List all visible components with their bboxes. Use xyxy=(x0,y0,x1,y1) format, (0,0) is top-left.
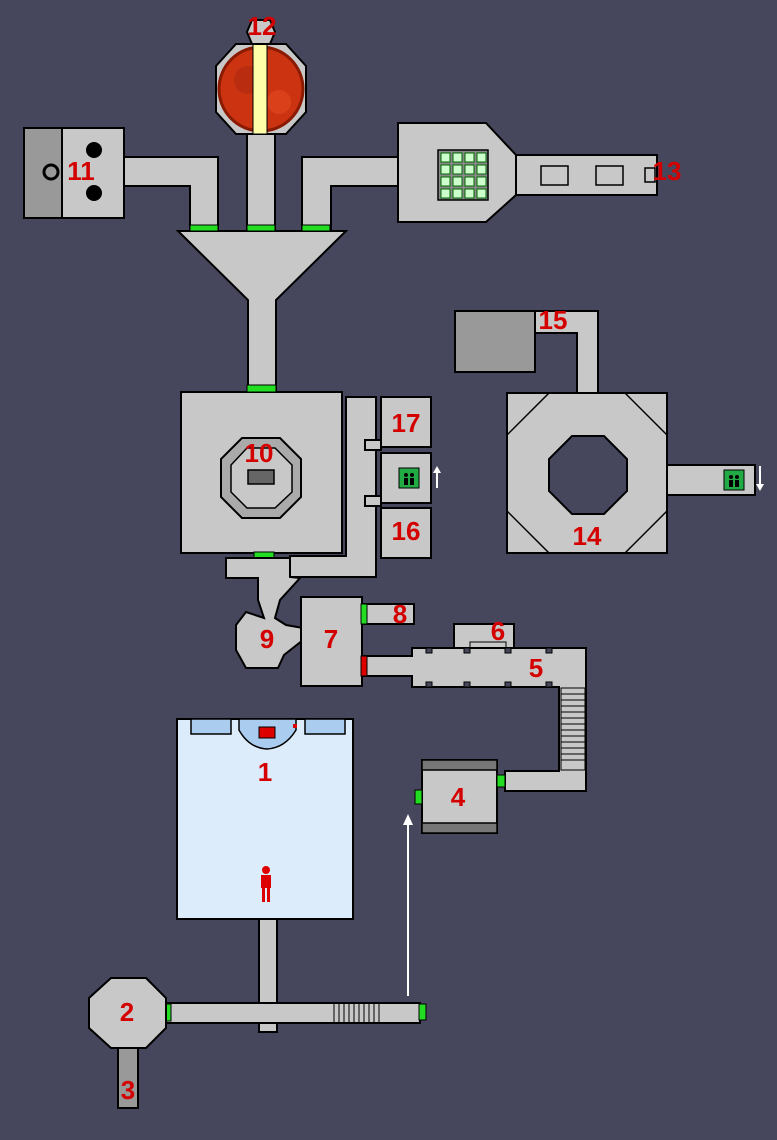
room-label-4: 4 xyxy=(451,782,466,812)
room-label-9: 9 xyxy=(260,624,274,654)
connector-17 xyxy=(364,439,382,451)
room-label-3: 3 xyxy=(121,1075,135,1105)
room-5[interactable]: 5 xyxy=(361,647,587,792)
stairs-icon xyxy=(560,687,586,771)
room-label-6: 6 xyxy=(491,616,505,646)
room-4[interactable]: 4 xyxy=(421,759,498,834)
room-label-12: 12 xyxy=(248,11,277,41)
room-3[interactable]: 3 xyxy=(117,1045,139,1109)
room-6[interactable]: 6 xyxy=(453,616,515,649)
door-funnel-11[interactable] xyxy=(189,224,219,232)
vent-icon xyxy=(42,163,60,181)
door-4-5[interactable] xyxy=(496,774,506,788)
arrow-down-icon xyxy=(756,466,764,491)
room-label-15: 15 xyxy=(539,305,568,335)
door-7-8[interactable] xyxy=(360,603,368,625)
room-8[interactable]: 8 xyxy=(361,599,415,629)
door-10-top[interactable] xyxy=(246,384,277,393)
room-label-16: 16 xyxy=(392,516,421,546)
corridor-11 xyxy=(121,156,219,232)
room-label-13: 13 xyxy=(653,156,682,186)
route-arrow-icon xyxy=(403,814,413,996)
room-label-8: 8 xyxy=(393,599,407,629)
room-label-2: 2 xyxy=(120,997,134,1027)
room-elevator[interactable] xyxy=(380,452,441,504)
room-label-1: 1 xyxy=(258,757,272,787)
room-17[interactable]: 17 xyxy=(380,396,432,448)
room-label-7: 7 xyxy=(324,624,338,654)
door-corridor-east[interactable] xyxy=(418,1003,427,1021)
door-funnel-13[interactable] xyxy=(301,224,331,232)
pillar-icon xyxy=(86,185,102,201)
room-label-17: 17 xyxy=(392,408,421,438)
room-14[interactable]: 14 xyxy=(506,392,764,554)
corridor-12 xyxy=(246,131,276,232)
room-9[interactable]: 9 xyxy=(225,557,304,669)
room-1[interactable]: 1 xyxy=(176,718,354,920)
door-7-5-locked[interactable] xyxy=(360,655,368,677)
terminal-icon[interactable] xyxy=(247,469,275,485)
elevator-icon[interactable] xyxy=(723,469,745,491)
door-funnel-12[interactable] xyxy=(246,224,276,232)
pillar-icon xyxy=(86,142,102,158)
funnel-hub xyxy=(175,230,349,393)
room-10[interactable]: 10 xyxy=(180,391,343,554)
room-2[interactable]: 2 xyxy=(88,977,167,1049)
elevator-icon[interactable] xyxy=(398,467,420,489)
arrow-up-icon xyxy=(433,466,441,488)
room-11[interactable]: 11 xyxy=(23,127,125,219)
room-15[interactable]: 15 xyxy=(454,305,599,395)
corridor-south xyxy=(165,918,421,1033)
room-label-11: 11 xyxy=(67,156,95,186)
room-7[interactable]: 7 xyxy=(300,596,363,687)
room-16[interactable]: 16 xyxy=(380,507,432,559)
keypad-grid-icon[interactable] xyxy=(437,149,489,201)
room-label-14: 14 xyxy=(573,521,602,551)
room-12[interactable]: 12 xyxy=(215,11,307,135)
connector-16 xyxy=(364,495,382,507)
console-icon[interactable] xyxy=(258,726,276,739)
player-marker-icon xyxy=(261,866,271,902)
room-13[interactable]: 13 xyxy=(397,122,682,223)
door-4-west[interactable] xyxy=(414,789,423,805)
corridor-13 xyxy=(301,156,399,232)
room-label-5: 5 xyxy=(529,653,543,683)
energy-beam xyxy=(252,43,268,135)
room-label-10: 10 xyxy=(245,438,274,468)
